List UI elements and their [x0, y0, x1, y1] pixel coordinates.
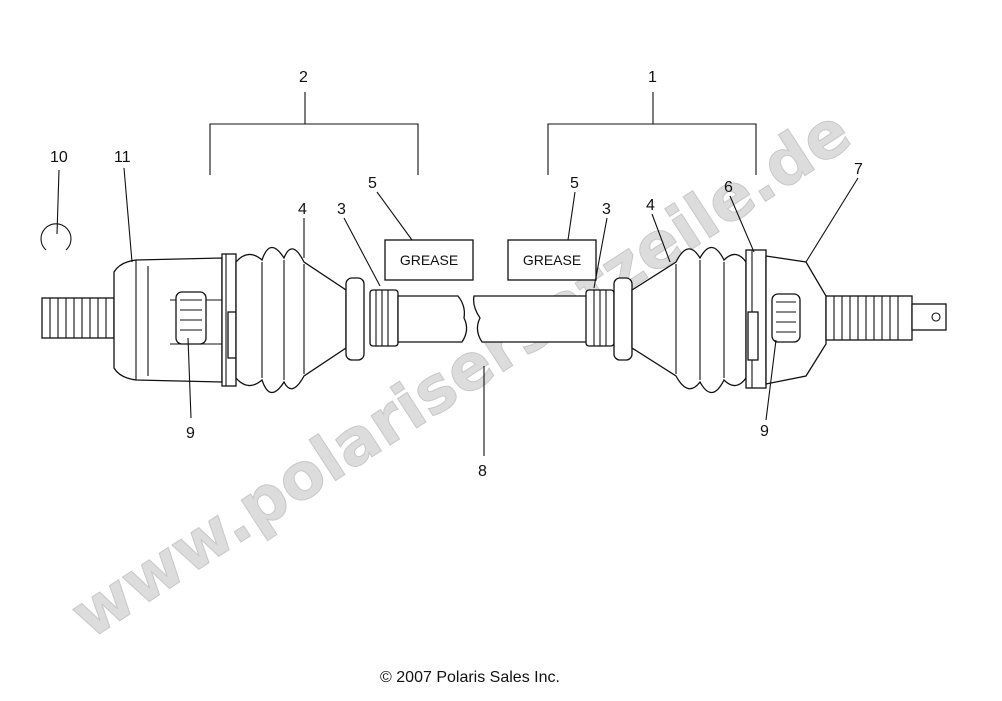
callout-5-left: 5 [368, 175, 377, 192]
callout-3-right: 3 [602, 201, 611, 218]
callout-8: 8 [478, 463, 487, 480]
leader-lines [56, 167, 859, 456]
svg-text:GREASE: GREASE [400, 252, 458, 268]
svg-text:GREASE: GREASE [523, 252, 581, 268]
shaft [397, 295, 589, 343]
callout-3-left: 3 [337, 201, 346, 218]
bracket-assembly-1 [547, 92, 757, 175]
right-cv-joint [745, 249, 947, 389]
callout-11: 11 [114, 149, 131, 166]
callout-1: 1 [648, 69, 657, 86]
callout-6: 6 [724, 179, 733, 196]
callout-10: 10 [50, 149, 68, 166]
callout-7: 7 [854, 161, 863, 178]
callout-2: 2 [299, 69, 308, 86]
circlip [40, 223, 72, 251]
left-boot [235, 246, 347, 394]
grease-box-left: GREASE [384, 239, 474, 281]
left-cv-joint [41, 253, 237, 387]
grease-box-right: GREASE [507, 239, 597, 281]
callout-9-right: 9 [760, 423, 769, 440]
callout-9-left: 9 [186, 425, 195, 442]
bracket-assembly-2 [209, 92, 419, 175]
callout-4-left: 4 [298, 201, 307, 218]
callout-5-right: 5 [570, 175, 579, 192]
copyright-text: © 2007 Polaris Sales Inc. [380, 669, 560, 686]
callout-4-right: 4 [646, 197, 655, 214]
